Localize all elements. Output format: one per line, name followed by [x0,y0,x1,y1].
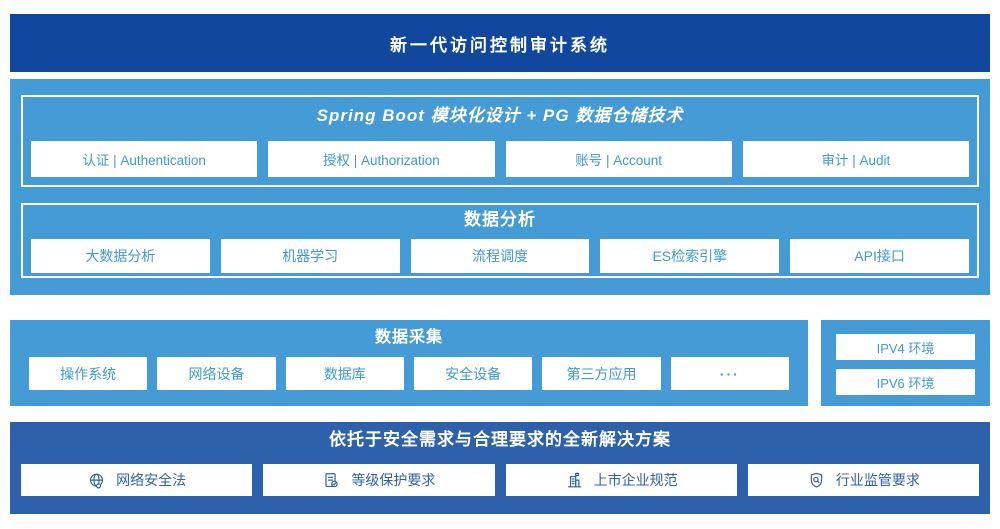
source-chip-third-party: 第三方应用 [542,357,661,390]
data-analysis-section-title: 数据分析 [464,210,536,229]
module-chip-account: 账号 | Account [505,141,732,177]
solution-chip-label: 行业监管要求 [835,472,920,488]
page-title: 新一代访问控制审计系统 [390,35,610,55]
module-chip-api: API接口 [790,239,969,273]
building-icon [565,471,584,490]
module-chip-authorization: 授权 | Authorization [268,141,495,177]
module-chip-es-search: ES检索引擎 [600,239,780,273]
module-chip-audit: 审计 | Audit [742,141,969,177]
shield-search-icon [807,471,826,490]
solution-chip-label: 等级保护要求 [351,472,436,488]
solution-chip-cybersecurity-law: 网络安全法 [21,464,253,496]
env-chip-ipv6: IPV6 环境 [836,369,975,395]
solution-chip-industry-regulation: 行业监管要求 [747,464,979,496]
auth-module-row: 认证 | Authentication 授权 | Authorization 账… [31,141,969,177]
header-bar: 新一代访问控制审计系统 [10,14,990,72]
module-chip-machine-learning: 机器学习 [220,239,400,273]
globe-icon [87,471,106,490]
source-chip-database: 数据库 [285,357,404,390]
solution-chip-label: 上市企业规范 [593,472,678,488]
solution-section-title: 依托于安全需求与合理要求的全新解决方案 [329,430,671,449]
module-chip-authentication: 认证 | Authentication [31,141,258,177]
solution-chip-classified-protection: 等级保护要求 [263,464,495,496]
source-chip-more: ··· [670,357,789,390]
source-chip-network-device: 网络设备 [157,357,276,390]
solution-section: 依托于安全需求与合理要求的全新解决方案 网络安全法 [10,422,990,514]
data-collection-section: 数据采集 操作系统 网络设备 数据库 安全设备 第三方应用 ··· [10,320,808,406]
spring-boot-section-title: Spring Boot 模块化设计 + PG 数据仓储技术 [316,106,684,125]
document-check-icon [322,471,341,490]
module-chip-bigdata: 大数据分析 [31,239,210,273]
env-chip-ipv4: IPV4 环境 [836,334,975,360]
data-analysis-section: 数据分析 大数据分析 机器学习 流程调度 ES检索引擎 API接口 [21,203,979,278]
solution-chip-label: 网络安全法 [116,472,187,488]
data-collection-section-title: 数据采集 [374,329,443,346]
spring-boot-section: Spring Boot 模块化设计 + PG 数据仓储技术 认证 | Authe… [21,95,979,187]
analysis-module-row: 大数据分析 机器学习 流程调度 ES检索引擎 API接口 [31,239,969,273]
source-chip-security-device: 安全设备 [413,357,533,390]
source-chip-os: 操作系统 [29,357,148,390]
ip-environment-section: IPV4 环境 IPV6 环境 [821,320,990,406]
solution-chip-listed-company: 上市企业规范 [505,464,737,496]
solution-row: 网络安全法 等级保护要求 [21,464,979,496]
collection-source-row: 操作系统 网络设备 数据库 安全设备 第三方应用 ··· [29,357,789,390]
module-chip-workflow: 流程调度 [410,239,590,273]
platform-panel: Spring Boot 模块化设计 + PG 数据仓储技术 认证 | Authe… [10,79,990,295]
